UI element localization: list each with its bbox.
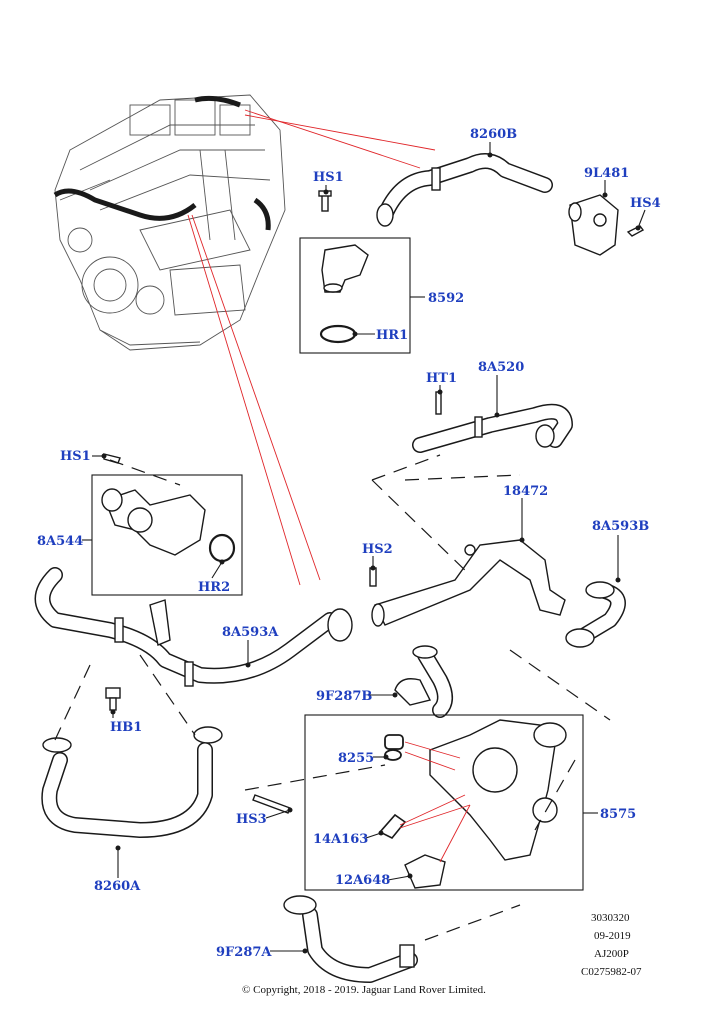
red-leader-2	[244, 114, 436, 151]
meta-line-3: AJ200P	[594, 948, 629, 960]
callout-8260B: 8260B	[470, 127, 517, 142]
red-leader-14A163b	[399, 804, 471, 829]
dash-8	[244, 764, 386, 791]
callout-9F287A: 9F287A	[216, 945, 272, 960]
meta-line-1: 3030320	[591, 912, 630, 924]
callout-9L481: 9L481	[584, 166, 629, 181]
part-8575	[429, 719, 567, 861]
part-HR2	[208, 533, 236, 563]
copyright: © Copyright, 2018 - 2019. Jaguar Land Ro…	[242, 984, 486, 996]
callout-HT1: HT1	[426, 371, 457, 386]
red-leader-14A163	[399, 794, 466, 826]
callout-HR2: HR2	[198, 580, 230, 595]
red-leader-4	[191, 214, 321, 581]
callout-18472: 18472	[503, 484, 548, 499]
callout-HB1: HB1	[110, 720, 142, 735]
callout-HS2: HS2	[362, 542, 393, 557]
red-leader-8255b	[404, 751, 456, 771]
part-12A648	[404, 854, 446, 889]
dash-1	[371, 454, 441, 481]
part-8592	[321, 244, 369, 293]
red-leader-12A648	[439, 804, 471, 863]
dash-6	[54, 664, 91, 741]
callout-HS1-mid: HS1	[60, 449, 91, 464]
part-8A593A	[34, 567, 353, 687]
box-8592	[299, 237, 411, 354]
part-9F287A	[283, 895, 418, 983]
box-8575	[304, 714, 584, 891]
callout-8A593B: 8A593B	[592, 519, 649, 534]
callout-8592: 8592	[428, 291, 464, 306]
part-8260A	[41, 726, 223, 838]
dash-3	[404, 474, 521, 481]
engine-illustration	[53, 94, 286, 351]
callout-HS3: HS3	[236, 812, 267, 827]
callout-HS4: HS4	[630, 196, 661, 211]
dash-9	[424, 904, 521, 941]
dash-4	[509, 649, 611, 721]
part-9F287B	[394, 645, 453, 718]
part-18472	[371, 539, 566, 627]
dash-7	[139, 654, 196, 736]
callout-8255: 8255	[338, 751, 374, 766]
part-8260B	[376, 153, 553, 227]
part-8A593B	[565, 581, 626, 648]
meta-line-4: C0275982-07	[581, 966, 642, 978]
red-leader-1	[244, 109, 421, 169]
part-14A163	[378, 813, 407, 840]
callout-14A163: 14A163	[313, 832, 368, 847]
part-8A520	[412, 403, 573, 453]
part-HS3	[252, 794, 291, 814]
dash-2	[371, 479, 471, 576]
part-HT1	[435, 391, 442, 415]
part-9L481	[568, 194, 619, 256]
leaders	[82, 142, 646, 954]
dash-5	[109, 459, 181, 486]
dash-10	[534, 759, 576, 831]
callout-8A593A: 8A593A	[222, 625, 279, 640]
callout-8260A: 8260A	[94, 879, 141, 894]
part-8255	[384, 734, 404, 761]
part-HS2	[369, 567, 377, 587]
part-HS4	[626, 225, 645, 237]
callout-8A520: 8A520	[478, 360, 524, 375]
callout-8A544: 8A544	[37, 534, 83, 549]
box-8A544	[91, 474, 243, 596]
red-leader-8255	[404, 741, 461, 759]
callout-9F287B: 9F287B	[316, 689, 372, 704]
part-8A544	[101, 488, 206, 556]
callout-HR1: HR1	[376, 328, 408, 343]
callout-12A648: 12A648	[335, 873, 390, 888]
red-leader-3	[187, 214, 301, 586]
callout-HS1-top: HS1	[313, 170, 344, 185]
meta-line-2: 09-2019	[594, 930, 631, 942]
callout-8575: 8575	[600, 807, 636, 822]
part-HB1	[105, 687, 121, 711]
part-HR1	[319, 324, 357, 344]
